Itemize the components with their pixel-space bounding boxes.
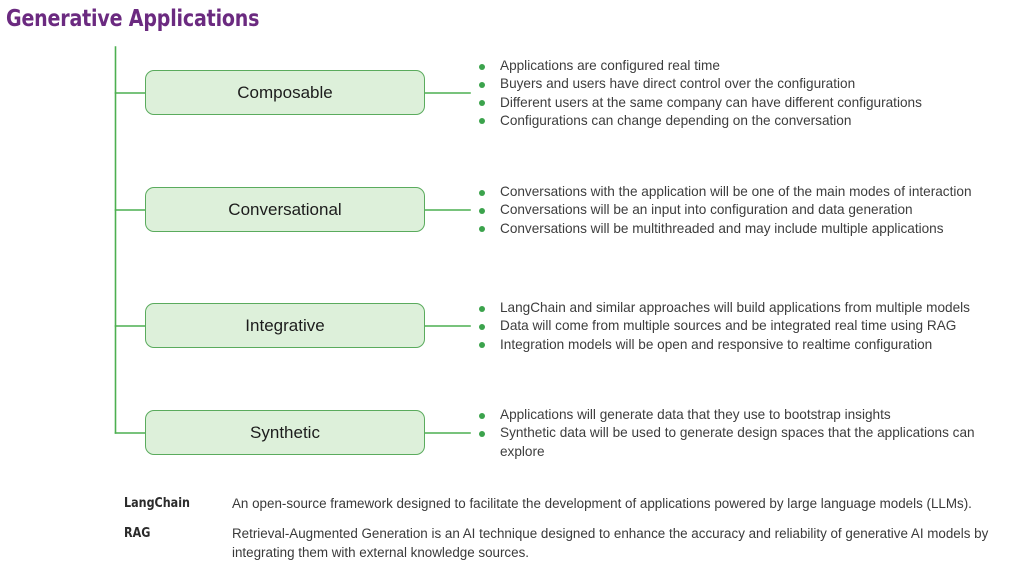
glossary-row: RAG Retrieval-Augmented Generation is an…	[0, 524, 1024, 562]
bullet-text: Different users at the same company can …	[500, 94, 922, 110]
glossary-definition: An open-source framework designed to fac…	[232, 496, 972, 511]
bullet-item: Conversations will be multithreaded and …	[478, 220, 1022, 238]
node-label: Synthetic	[250, 423, 320, 442]
page-title: Generative Applications	[6, 6, 260, 32]
node-box-integrative[interactable]: Integrative	[145, 303, 425, 348]
bullet-item: Applications are configured real time	[478, 57, 1022, 75]
node-box-synthetic[interactable]: Synthetic	[145, 410, 425, 455]
bullet-dot-icon	[479, 342, 485, 349]
bullet-text: Data will come from multiple sources and…	[500, 318, 957, 334]
bullet-dot-icon	[479, 207, 485, 214]
bullet-group-synthetic: Applications will generate data that the…	[478, 406, 1022, 461]
glossary-term: RAG	[124, 526, 151, 541]
bullet-dot-icon	[479, 412, 485, 419]
bullet-item: Conversations will be an input into conf…	[478, 201, 1022, 219]
bullet-group-integrative: LangChain and similar approaches will bu…	[478, 299, 1022, 354]
bullet-dot-icon	[479, 430, 485, 437]
bullet-item: Configurations can change depending on t…	[478, 112, 1022, 130]
bullet-item: Different users at the same company can …	[478, 94, 1022, 112]
node-label: Integrative	[245, 316, 325, 335]
bullet-text: Applications will generate data that the…	[500, 407, 891, 422]
bullet-item: LangChain and similar approaches will bu…	[478, 299, 1022, 317]
bullet-text: Configurations can change depending on t…	[500, 112, 852, 128]
bullet-dot-icon	[479, 226, 485, 233]
bullet-dot-icon	[479, 118, 485, 125]
bullet-item: Buyers and users have direct control ove…	[478, 75, 1022, 93]
glossary-row: LangChain An open-source framework desig…	[0, 494, 1024, 513]
bullet-item: Synthetic data will be used to generate …	[478, 424, 1022, 461]
glossary-term: LangChain	[124, 496, 190, 511]
bullet-dot-icon	[479, 305, 485, 312]
bullet-text: Conversations will be an input into conf…	[500, 202, 913, 218]
bullet-dot-icon	[479, 81, 485, 88]
bullet-item: Conversations with the application will …	[478, 183, 1022, 201]
bullet-item: Data will come from multiple sources and…	[478, 317, 1022, 335]
glossary-definition: Retrieval-Augmented Generation is an AI …	[232, 526, 989, 560]
bullet-text: Conversations will be multithreaded and …	[500, 220, 944, 236]
bullet-item: Integration models will be open and resp…	[478, 336, 1022, 354]
bullet-text: Synthetic data will be used to generate …	[500, 425, 975, 459]
bullet-dot-icon	[479, 100, 485, 107]
node-box-composable[interactable]: Composable	[145, 70, 425, 115]
bullet-text: LangChain and similar approaches will bu…	[500, 300, 970, 315]
bullet-text: Applications are configured real time	[500, 58, 720, 73]
node-box-conversational[interactable]: Conversational	[145, 187, 425, 232]
bullet-dot-icon	[479, 63, 485, 70]
bullet-dot-icon	[479, 323, 485, 330]
glossary: LangChain An open-source framework desig…	[0, 494, 1024, 573]
bullet-text: Conversations with the application will …	[500, 184, 972, 199]
bullet-group-composable: Applications are configured real time Bu…	[478, 57, 1022, 130]
node-label: Conversational	[228, 200, 342, 219]
bullet-text: Buyers and users have direct control ove…	[500, 76, 856, 92]
bullet-item: Applications will generate data that the…	[478, 406, 1022, 424]
bullet-group-conversational: Conversations with the application will …	[478, 183, 1022, 238]
node-label: Composable	[237, 83, 333, 102]
bullet-dot-icon	[479, 189, 485, 196]
bullet-text: Integration models will be open and resp…	[500, 336, 933, 352]
